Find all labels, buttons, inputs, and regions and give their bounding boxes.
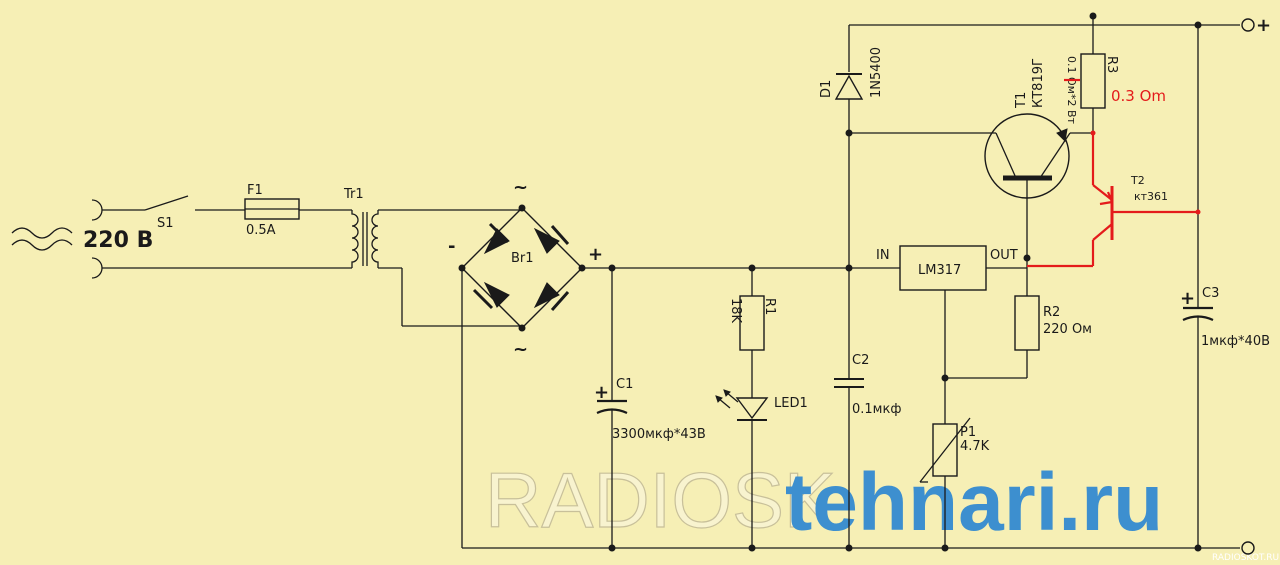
bridge-plus-symbol: + bbox=[588, 244, 603, 265]
fuse-f1-value: 0.5A bbox=[246, 223, 276, 238]
mains-voltage-label: 220 В bbox=[83, 228, 153, 253]
bridge-outline bbox=[461, 207, 583, 329]
resistor-r3-new-value: 0.3 Om bbox=[1111, 87, 1166, 105]
watermark-blue-text: tehnari.ru bbox=[785, 457, 1163, 548]
watermark: RADIOSK tehnari.ru RADIOSKOT.RU bbox=[484, 455, 1279, 563]
bridge-br1: Br1 ~ ~ - + bbox=[448, 177, 603, 360]
diode-d1-ref: D1 bbox=[819, 80, 834, 98]
capacitor-c1: + C1 3300мкф*43В bbox=[594, 268, 706, 552]
potentiometer-adjust-icon bbox=[919, 417, 971, 483]
potentiometer-p1: P1 4.7K bbox=[919, 417, 990, 552]
transistor-t1-arrow-icon bbox=[1056, 128, 1068, 143]
resistor-r2-value: 220 Ом bbox=[1043, 322, 1092, 337]
capacitor-c1-plus: + bbox=[594, 382, 609, 403]
resistor-r2-ref: R2 bbox=[1043, 305, 1060, 320]
capacitor-c2-value: 0.1мкф bbox=[852, 402, 901, 417]
led-led1: LED1 bbox=[715, 389, 808, 552]
transistor-t1-value: КТ819Г bbox=[1031, 58, 1046, 108]
modification-t2: T2 кт361 bbox=[1027, 130, 1201, 268]
resistor-r3: R3 0.1 Ом*2 Вт 0.3 Om bbox=[1064, 53, 1166, 133]
transistor-t2-arrow-icon bbox=[1099, 200, 1113, 206]
resistor-r1: 18K R1 bbox=[728, 268, 777, 398]
regulator-lm317: LM317 IN OUT bbox=[876, 245, 1018, 291]
regulator-label: LM317 bbox=[918, 263, 961, 278]
ac-wave-icon bbox=[11, 239, 73, 251]
transistor-t1-collector bbox=[995, 132, 1017, 179]
mains-terminal-top bbox=[91, 199, 103, 221]
diode-d1: D1 1N5400 bbox=[819, 47, 884, 100]
bridge-diode-icon bbox=[533, 227, 560, 254]
ac-wave-icon bbox=[11, 227, 73, 239]
diode-d1-value: 1N5400 bbox=[869, 47, 884, 98]
switch-s1-lever bbox=[144, 195, 189, 211]
transistor-t1: T1 КТ819Г bbox=[984, 58, 1071, 258]
capacitor-c2: C2 0.1мкф bbox=[834, 353, 901, 552]
regulator-out-label: OUT bbox=[990, 248, 1018, 263]
output-terminal-minus bbox=[1241, 541, 1255, 555]
mains-terminal-bottom bbox=[91, 257, 103, 279]
regulator-in-label: IN bbox=[876, 248, 890, 263]
transformer-primary bbox=[351, 210, 359, 268]
transistor-t1-ref: T1 bbox=[1014, 92, 1029, 109]
capacitor-c3-value: 1мкф*40В bbox=[1201, 334, 1270, 349]
resistor-r3-ref: R3 bbox=[1104, 56, 1119, 73]
bridge-minus-symbol: - bbox=[448, 236, 455, 257]
capacitor-c3-ref: C3 bbox=[1202, 286, 1219, 301]
resistor-r2: R2 220 Ом bbox=[945, 295, 1092, 379]
output-plus-label: + bbox=[1256, 15, 1271, 36]
potentiometer-p1-value: 4.7K bbox=[960, 439, 990, 454]
output-terminals: + bbox=[1198, 15, 1271, 555]
capacitor-c3-plus: + bbox=[1180, 288, 1195, 309]
transistor-t2-value: кт361 bbox=[1134, 190, 1168, 203]
transistor-t2-ref: T2 bbox=[1130, 174, 1145, 187]
switch-s1-label: S1 bbox=[157, 216, 174, 231]
output-terminal-plus bbox=[1241, 18, 1255, 32]
transformer-tr1-ref: Tr1 bbox=[343, 187, 364, 202]
transformer-tr1: Tr1 bbox=[343, 187, 379, 268]
watermark-gray-text: RADIOSK bbox=[485, 456, 836, 544]
capacitor-c1-ref: C1 bbox=[616, 377, 633, 392]
led-led1-ref: LED1 bbox=[774, 396, 808, 411]
resistor-r3-old-value: 0.1 Ом*2 Вт bbox=[1065, 56, 1078, 124]
bridge-diode-icon bbox=[533, 282, 560, 309]
potentiometer-p1-ref: P1 bbox=[960, 425, 976, 440]
capacitor-c1-value: 3300мкф*43В bbox=[612, 427, 706, 442]
bridge-br1-ref: Br1 bbox=[511, 251, 534, 266]
transformer-secondary bbox=[371, 210, 379, 268]
resistor-r1-ref: R1 bbox=[762, 298, 777, 315]
fuse-f1-ref: F1 bbox=[247, 183, 263, 198]
capacitor-c2-ref: C2 bbox=[852, 353, 869, 368]
mains-input: 220 В bbox=[11, 199, 153, 279]
capacitor-c3: + C3 1мкф*40В bbox=[1180, 286, 1270, 552]
resistor-r1-value: 18K bbox=[728, 298, 743, 324]
bridge-diode-icon bbox=[483, 281, 510, 308]
watermark-corner-text: RADIOSKOT.RU bbox=[1212, 553, 1279, 563]
bridge-ac-symbol: ~ bbox=[513, 339, 528, 360]
bridge-ac-symbol: ~ bbox=[513, 177, 528, 198]
